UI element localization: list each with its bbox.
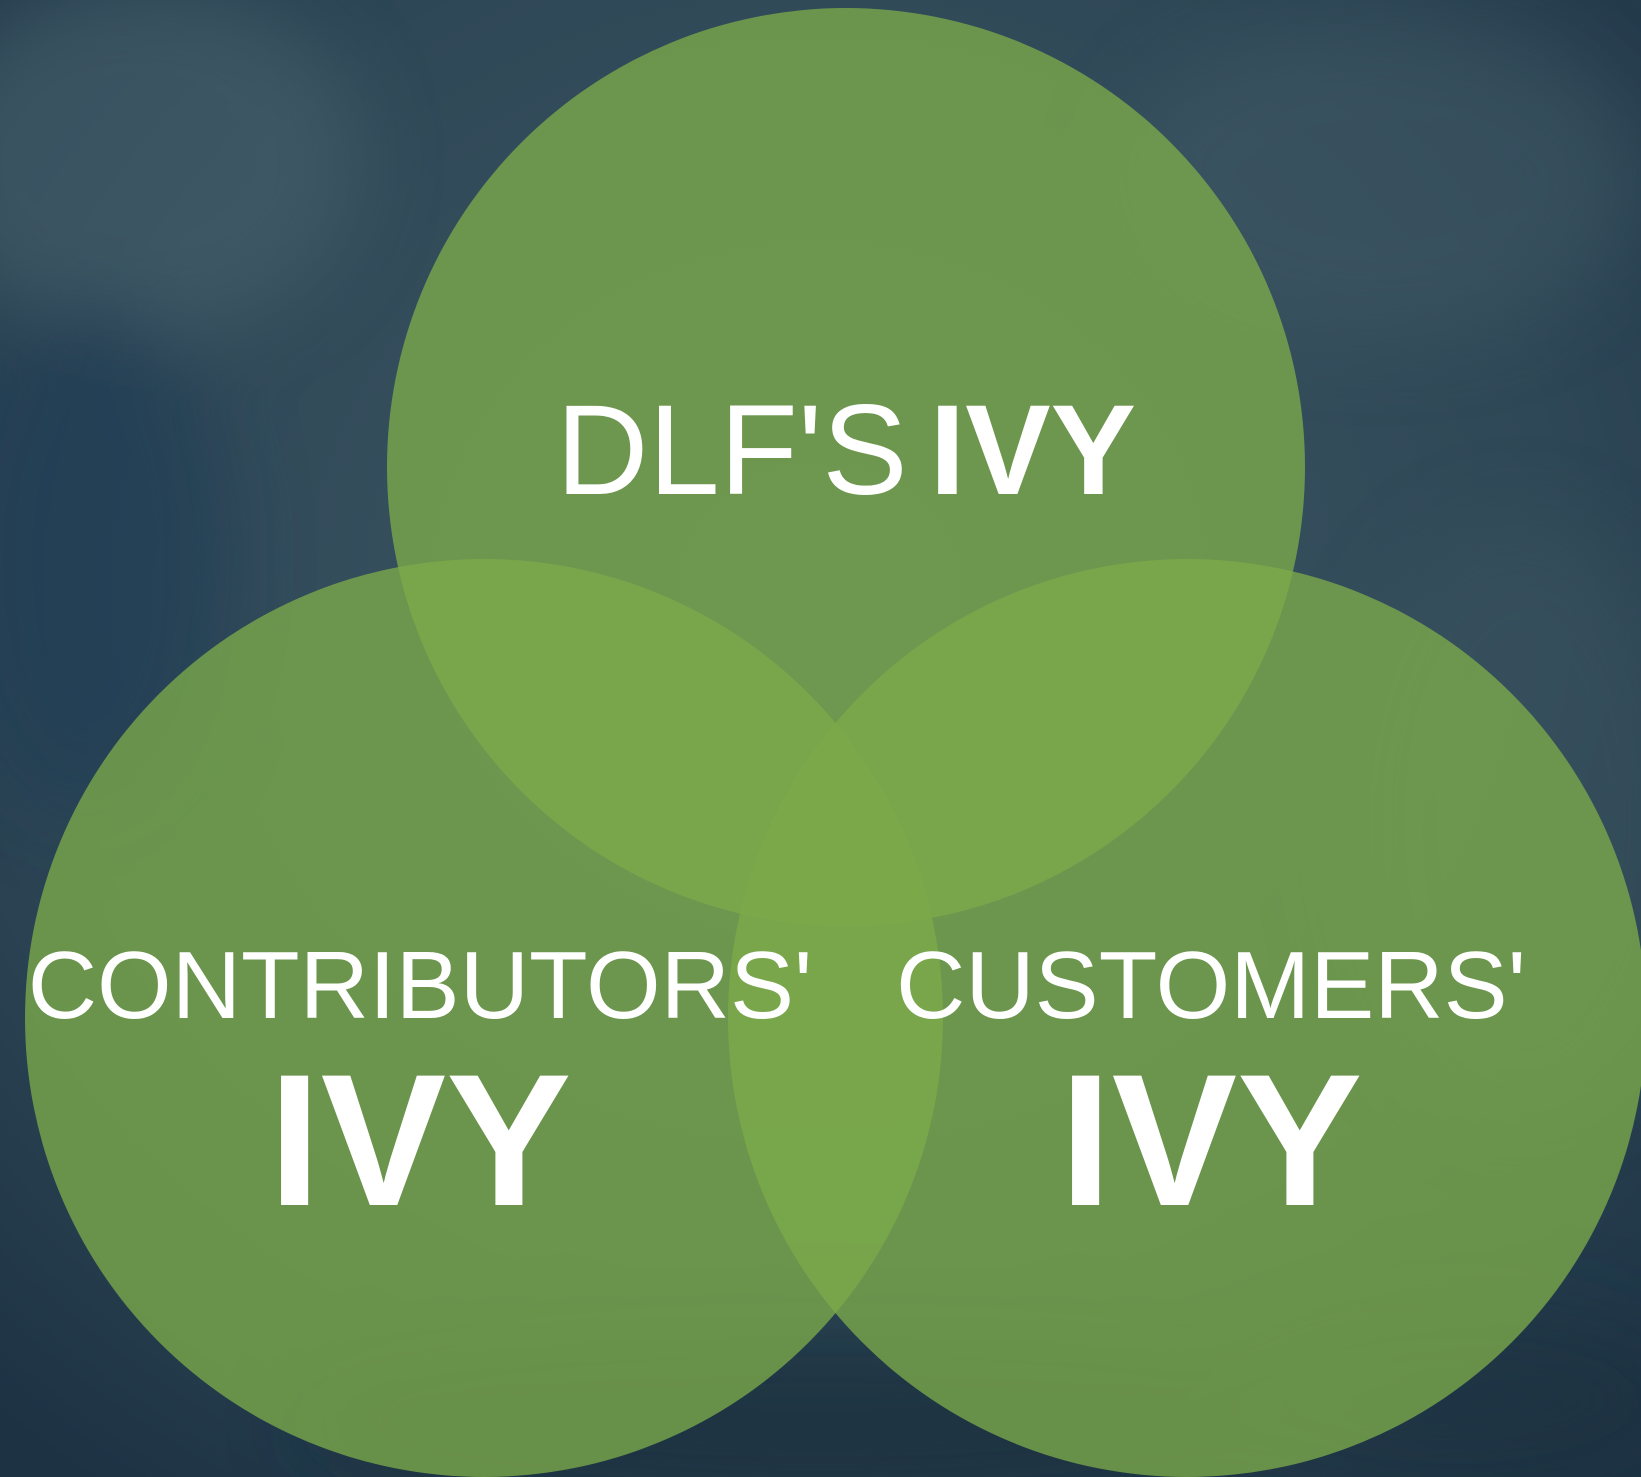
top-circle-name: IVY (930, 379, 1136, 522)
circle-left (25, 559, 943, 1477)
right-circle-prefix: CUSTOMERS' (896, 932, 1526, 1039)
left-circle-prefix: CONTRIBUTORS' (28, 932, 813, 1039)
top-circle-prefix: DLF'S (556, 379, 908, 522)
right-circle-name: IVY (1059, 1035, 1362, 1245)
left-circle-name: IVY (268, 1035, 571, 1245)
circle-right (728, 559, 1641, 1477)
